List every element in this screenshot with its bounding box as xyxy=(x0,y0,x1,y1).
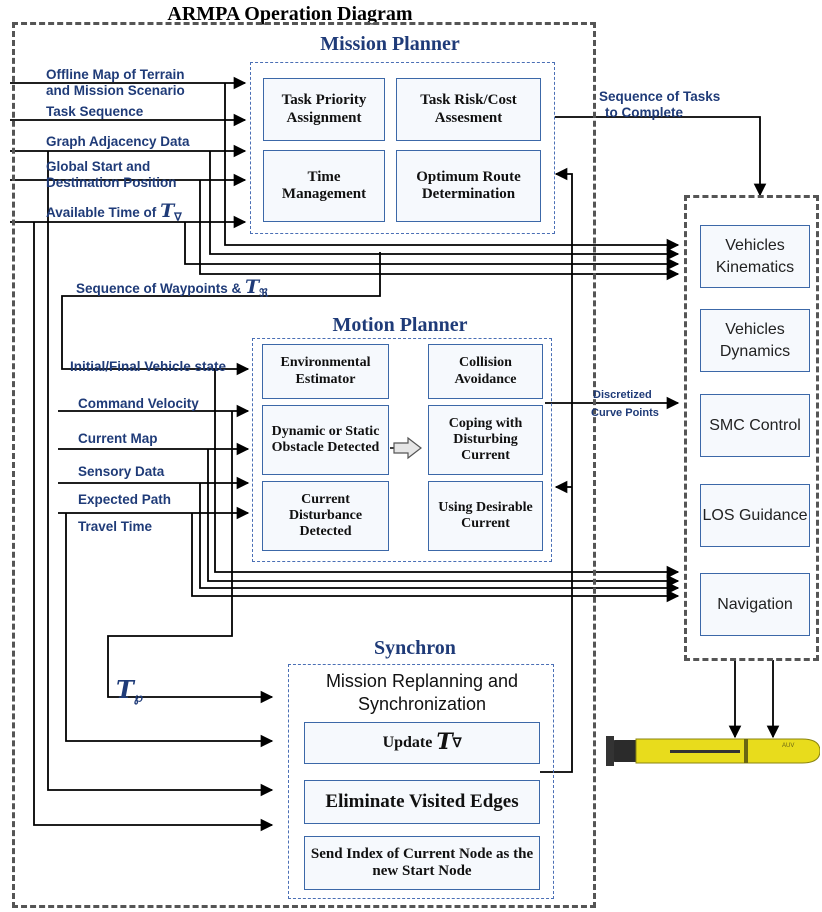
task-priority-box: Task Priority Assignment xyxy=(263,78,385,141)
label-sequence-tasks-1: Sequence of Tasks xyxy=(599,89,721,104)
vehicle-frame xyxy=(684,195,819,661)
mission-planner-title: Mission Planner xyxy=(320,33,460,55)
sequence-waypoints-symbol: T xyxy=(245,276,260,298)
label-initial-final-state: Initial/Final Vehicle state xyxy=(70,359,227,374)
vehicles-kinematics-block: Vehicles Kinematics xyxy=(700,225,810,288)
label-available-time: Available Time of T∇ xyxy=(46,202,182,224)
label-current-map: Current Map xyxy=(78,431,158,446)
update-symbol: T xyxy=(436,729,453,756)
label-offline-map-2: and Mission Scenario xyxy=(46,83,185,98)
auv-vehicle-image: AUV xyxy=(606,736,820,766)
label-sequence-tasks-2: to Complete xyxy=(605,105,684,120)
smc-control-block: SMC Control xyxy=(700,394,810,457)
navigation-block: Navigation xyxy=(700,573,810,636)
label-global-start-1: Global Start and xyxy=(46,159,151,174)
synchron-subtitle: Mission Replanning and Synchronization xyxy=(325,671,519,715)
vehicles-dynamics-block: Vehicles Dynamics xyxy=(700,309,810,372)
desirable-current-box: Using Desirable Current xyxy=(428,481,543,551)
task-risk-box: Task Risk/Cost Assesment xyxy=(396,78,541,141)
synchron-title: Synchron xyxy=(374,637,456,659)
update-t-box: Update T∇ xyxy=(304,722,540,764)
label-offline-map-1: Offline Map of Terrain xyxy=(46,67,185,82)
motion-planner-group xyxy=(252,338,552,562)
label-t-p: T℘ xyxy=(116,678,143,704)
los-guidance-block: LOS Guidance xyxy=(700,484,810,547)
label-graph-adjacency: Graph Adjacency Data xyxy=(46,134,190,149)
eliminate-edges-box: Eliminate Visited Edges xyxy=(304,780,540,824)
available-time-text: Available Time of xyxy=(46,205,157,220)
label-sensory-data: Sensory Data xyxy=(78,464,165,479)
synchron-group xyxy=(288,664,554,899)
current-disturbance-box: Current Disturbance Detected xyxy=(262,481,389,551)
label-discretized-1: Discretized xyxy=(593,389,652,401)
label-discretized-2: Curve Points xyxy=(591,407,659,419)
armpa-frame xyxy=(12,22,596,908)
label-travel-time: Travel Time xyxy=(78,519,153,534)
auv-body-label: AUV xyxy=(782,743,794,749)
obstacle-detected-box: Dynamic or Static Obstacle Detected xyxy=(262,405,389,475)
environmental-estimator-box: Environmental Estimator xyxy=(262,344,389,399)
label-command-velocity: Command Velocity xyxy=(78,396,199,411)
update-subscript: ∇ xyxy=(452,734,462,750)
t-p-symbol: T xyxy=(116,675,134,704)
available-time-subscript: ∇ xyxy=(174,211,182,224)
sequence-waypoints-text: Sequence of Waypoints & xyxy=(76,281,242,296)
update-label: Update xyxy=(382,733,433,751)
coping-current-box: Coping with Disturbing Current xyxy=(428,405,543,475)
mission-planner-group xyxy=(250,62,555,234)
diagram-title: ARMPA Operation Diagram xyxy=(167,3,413,25)
available-time-symbol: T xyxy=(160,200,175,222)
label-sequence-waypoints: Sequence of Waypoints & Tℜ xyxy=(76,278,268,300)
label-task-sequence: Task Sequence xyxy=(46,104,144,119)
sequence-waypoints-subscript: ℜ xyxy=(259,287,269,300)
time-management-box: Time Management xyxy=(263,150,385,222)
transition-arrow-icon xyxy=(393,436,422,460)
t-p-subscript: ℘ xyxy=(133,689,143,705)
collision-avoidance-box: Collision Avoidance xyxy=(428,344,543,399)
label-expected-path: Expected Path xyxy=(78,492,172,507)
label-global-start-2: Destination Position xyxy=(46,175,177,190)
optimum-route-box: Optimum Route Determination xyxy=(396,150,541,222)
send-index-box: Send Index of Current Node as the new St… xyxy=(304,836,540,890)
motion-planner-title: Motion Planner xyxy=(332,314,468,336)
